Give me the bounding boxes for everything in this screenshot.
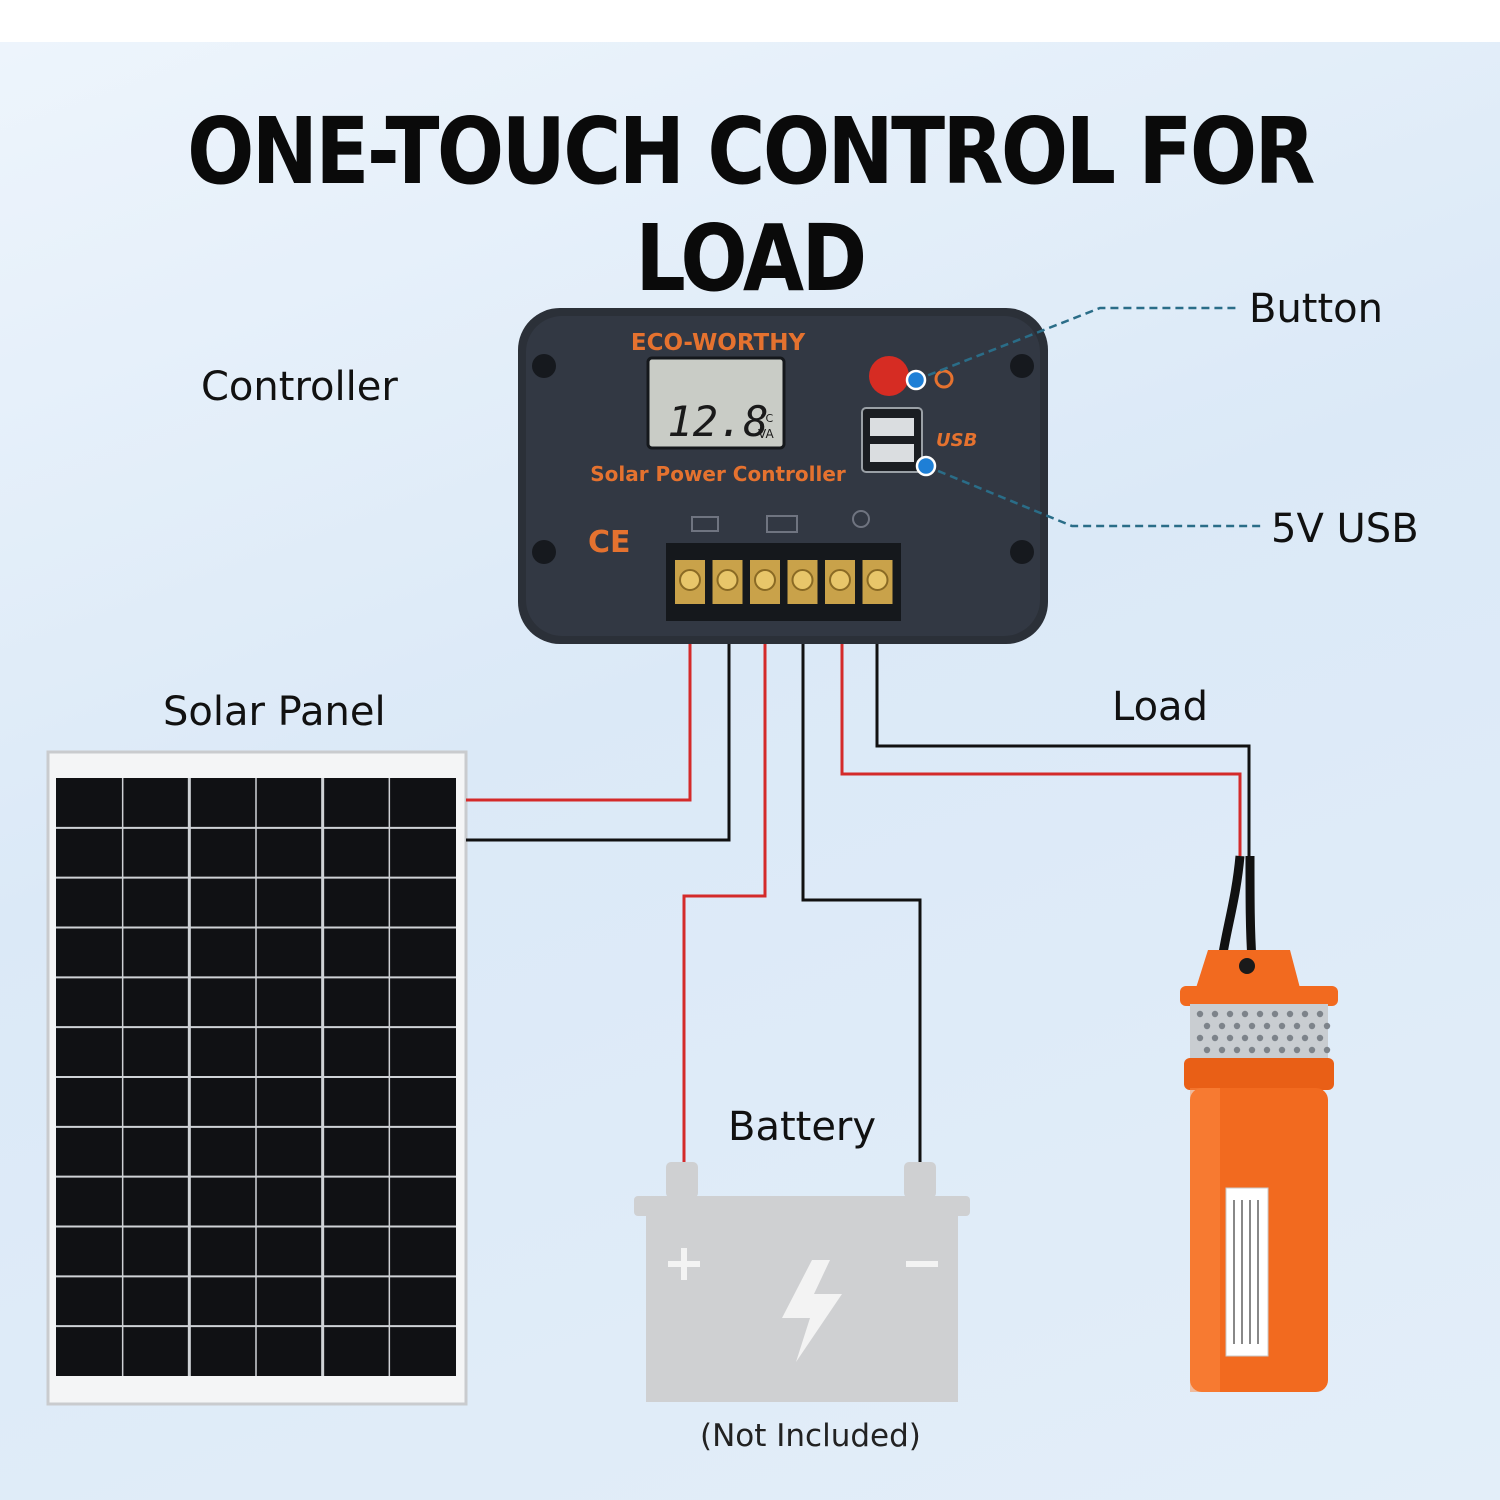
wires xyxy=(466,636,1251,1165)
power-icon xyxy=(934,369,954,389)
usb-icon: USB xyxy=(936,430,977,451)
battery xyxy=(634,1162,970,1402)
battery-label: Battery xyxy=(728,1104,877,1150)
page-title: ONE-TOUCH CONTROL FOR LOAD xyxy=(187,98,1315,312)
ce-mark: CE xyxy=(588,525,631,560)
pump-label xyxy=(1225,1187,1269,1357)
callout-button xyxy=(905,306,1238,391)
water-pump xyxy=(1180,855,1338,1392)
plus-icon xyxy=(668,1248,700,1280)
lcd-value: 12.8 xyxy=(667,397,768,446)
terminal-symbols xyxy=(691,510,870,533)
solar-panel-label: Solar Panel xyxy=(163,689,386,735)
button-label: Button xyxy=(1249,286,1383,332)
lcd-unit-top: °C xyxy=(760,412,774,425)
terminal-block xyxy=(666,543,901,621)
top-strip xyxy=(0,0,1500,42)
lcd-unit-bottom: VA xyxy=(758,427,774,441)
load-label: Load xyxy=(1112,684,1208,730)
controller-brand: ECO-WORTHY xyxy=(631,330,806,356)
lcd-display xyxy=(646,356,786,450)
controller-model-text: Solar Power Controller xyxy=(590,462,846,486)
usb-label: 5V USB xyxy=(1271,506,1419,552)
usb-ports xyxy=(861,407,923,473)
controller-label: Controller xyxy=(201,364,398,410)
lightning-icon xyxy=(782,1260,842,1362)
power-button xyxy=(869,356,909,396)
solar-panel xyxy=(46,750,468,1406)
not-included-note: (Not Included) xyxy=(700,1418,921,1454)
charge-controller xyxy=(518,308,1048,644)
callout-usb xyxy=(915,455,1262,528)
